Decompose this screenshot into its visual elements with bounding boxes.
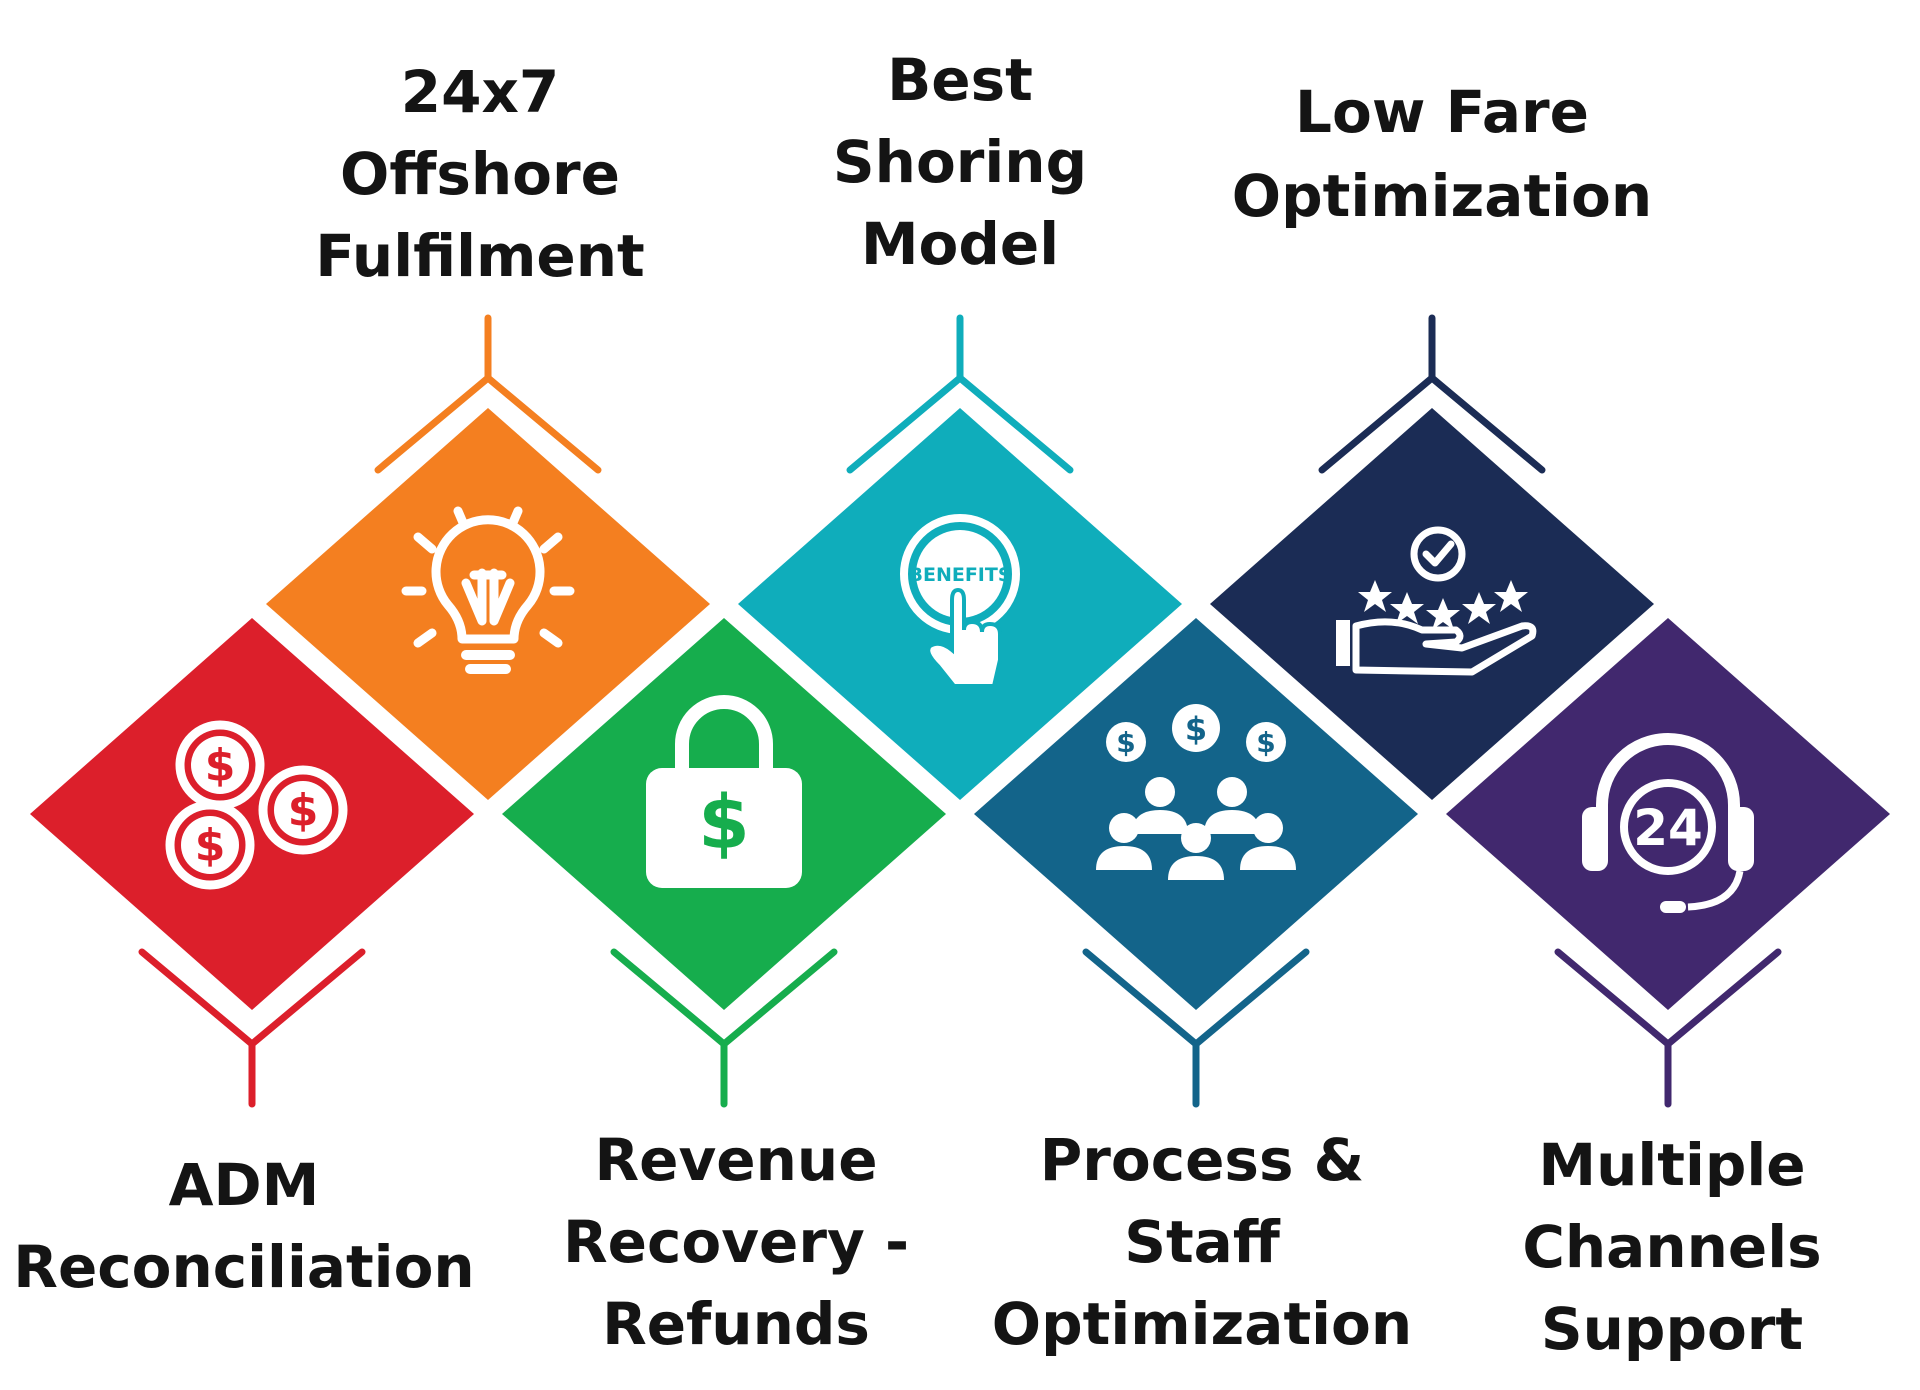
- svg-text:$: $: [288, 785, 319, 836]
- benefits-button-icon: BENEFITS: [900, 514, 1020, 688]
- svg-text:$: $: [195, 820, 226, 871]
- benefits-icon-text: BENEFITS: [908, 564, 1011, 586]
- svg-text:$: $: [1256, 726, 1275, 759]
- diamond-tile-low-fare-optimization: [1210, 408, 1654, 800]
- svg-text:$: $: [698, 780, 750, 866]
- diamond-tile-adm-reconciliation: [30, 618, 474, 1010]
- diamond-tiles: [30, 408, 1890, 1010]
- top-label-1-line-2: Model: [861, 210, 1059, 278]
- dollar-coins-icon: $ $ $: [170, 725, 343, 885]
- bottom-label-3-line-1: Channels: [1522, 1213, 1821, 1281]
- top-label-1-line-1: Shoring: [833, 128, 1087, 196]
- bottom-label-2-line-1: Staff: [1124, 1208, 1281, 1276]
- bottom-label-3-line-2: Support: [1541, 1295, 1803, 1363]
- bottom-label-3-line-0: Multiple: [1538, 1131, 1805, 1199]
- diamond-tile-multiple-channels: [1446, 618, 1890, 1010]
- svg-text:$: $: [1185, 710, 1207, 748]
- bottom-label-0-line-1: Reconciliation: [13, 1233, 474, 1301]
- top-label-2-line-0: Low Fare: [1295, 78, 1589, 146]
- top-label-2-line-1: Optimization: [1232, 162, 1652, 230]
- top-label-0-line-1: Offshore: [340, 140, 620, 208]
- bottom-label-0-line-0: ADM: [169, 1151, 320, 1219]
- diamond-tile-process-staff-optimization: [974, 618, 1418, 1010]
- staff-dollars-icon: $ $ $: [1096, 704, 1296, 880]
- hand-stars-check-icon: [1336, 526, 1537, 676]
- bottom-label-1-line-2: Refunds: [602, 1290, 870, 1358]
- headset-24-icon: 24: [1582, 733, 1754, 913]
- bottom-label-1-line-1: Recovery -: [563, 1208, 909, 1276]
- top-label-1-line-0: Best: [887, 46, 1033, 114]
- bottom-label-2-line-2: Optimization: [992, 1290, 1412, 1358]
- dollar-lock-icon: $: [646, 695, 802, 888]
- lightbulb-icon: [401, 506, 575, 674]
- bottom-label-0: ADM Reconciliation: [13, 1151, 474, 1301]
- top-label-0-line-2: Fulfilment: [315, 222, 645, 290]
- top-label-0-line-0: 24x7: [401, 58, 559, 126]
- bottom-label-2-line-0: Process &: [1040, 1126, 1365, 1194]
- headset-icon-text: 24: [1633, 799, 1703, 857]
- bottom-label-1-line-0: Revenue: [594, 1126, 877, 1194]
- svg-text:$: $: [205, 740, 236, 791]
- connectors: [138, 314, 1782, 1108]
- svg-text:$: $: [1116, 726, 1135, 759]
- diamond-tile-offshore-fulfilment: [266, 408, 710, 800]
